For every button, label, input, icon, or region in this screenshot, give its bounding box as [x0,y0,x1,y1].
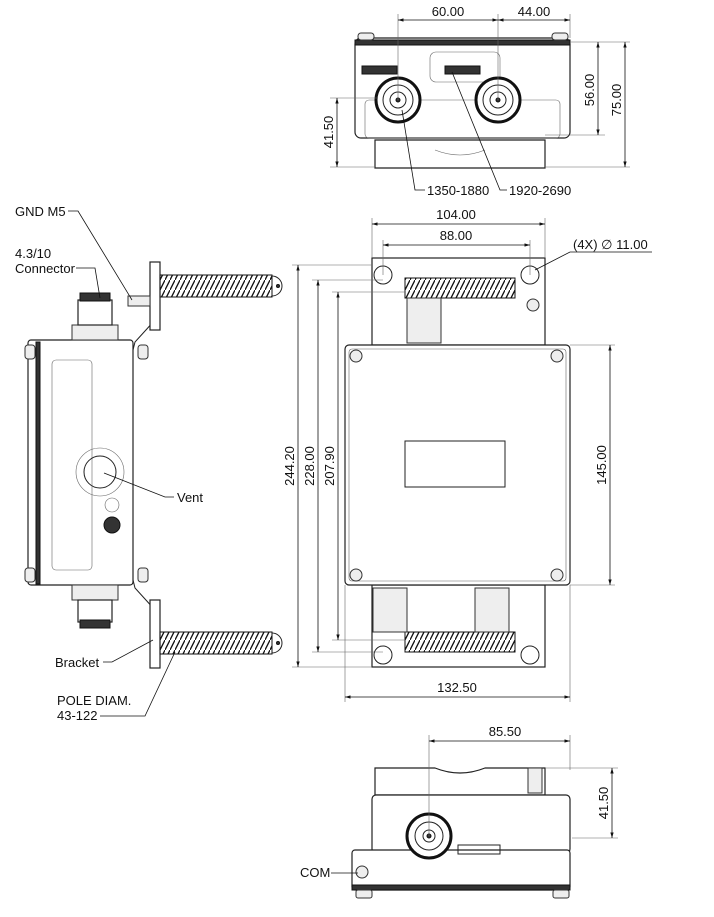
dim-75: 75.00 [609,84,624,117]
callout-bracket: Bracket [55,655,99,670]
dim-85-50: 85.50 [489,724,522,739]
upper-clamp-spring [404,277,516,299]
dim-88: 88.00 [440,228,473,243]
lid-screw [550,349,564,363]
dim-41-50: 41.50 [321,116,336,149]
lid-screw [357,32,375,41]
callout-pole-line2: 43-122 [57,708,97,723]
mounting-hole [520,645,540,665]
port-label-plate [444,65,481,75]
vent [75,447,125,497]
gnd-terminal [127,295,151,307]
bottom-view-body [371,794,571,854]
lid-seal [35,341,41,585]
label-window [404,440,506,488]
com-terminal [355,865,369,879]
lid-screw [349,349,363,363]
enclosure-body [344,344,571,586]
callout-1350-1880: 1350-1880 [427,183,489,198]
dim-145: 145.00 [594,445,609,485]
upper-pole-clamp [159,274,273,298]
dim-244-20: 244.20 [282,446,297,486]
gnd-terminal [527,767,543,794]
top-view: 60.00 44.00 56.00 75.00 41.50 1350-1880 … [321,4,630,198]
top-view-lid [354,39,571,46]
side-view: GND M5 4.3/10 Connector Vent Bracket POL… [15,204,283,723]
dim-44: 44.00 [518,4,551,19]
front-view: 104.00 88.00 (4X) ∅ 11.00 132.50 145.00 … [282,207,652,702]
upper-bracket-plate [371,257,546,346]
callout-1920-2690: 1920-2690 [509,183,571,198]
recycle-symbol-icon [104,497,120,513]
bottom-view-bracket [374,767,546,796]
mounting-hole [373,645,393,665]
lower-connector-right [474,587,510,633]
upper-connector [406,297,442,344]
port-label-plate [457,844,501,855]
dim-104: 104.00 [436,207,476,222]
lid-screw [551,32,569,41]
lower-pole-clamp [159,631,273,655]
callout-vent: Vent [177,490,203,505]
lower-connector-left [372,587,408,633]
dim-228: 228.00 [302,446,317,486]
lower-clamp-spring [404,631,516,653]
bottom-connector [71,584,119,629]
top-view-bracket [374,139,546,169]
dim-132-50: 132.50 [437,680,477,695]
dim-hole-diameter: (4X) ∅ 11.00 [573,237,648,252]
lid-screw [349,568,363,582]
callout-pole-line1: POLE DIAM. [57,693,131,708]
callout-connector-line1: 4.3/10 [15,246,51,261]
dim-60: 60.00 [432,4,465,19]
callout-gnd-m5: GND M5 [15,204,66,219]
dim-41-50-bottom: 41.50 [596,787,611,820]
callout-com: COM [300,865,330,880]
port-label-plate [361,65,398,75]
gnd-screw [526,298,540,312]
dim-56: 56.00 [582,74,597,107]
top-connector [71,292,119,341]
lid-screw [550,568,564,582]
dim-207-90: 207.90 [322,446,337,486]
callout-connector-line2: Connector [15,261,76,276]
side-enclosure [27,339,134,586]
bottom-view: 85.50 41.50 COM [300,724,618,899]
ground-symbol-icon [103,516,121,534]
